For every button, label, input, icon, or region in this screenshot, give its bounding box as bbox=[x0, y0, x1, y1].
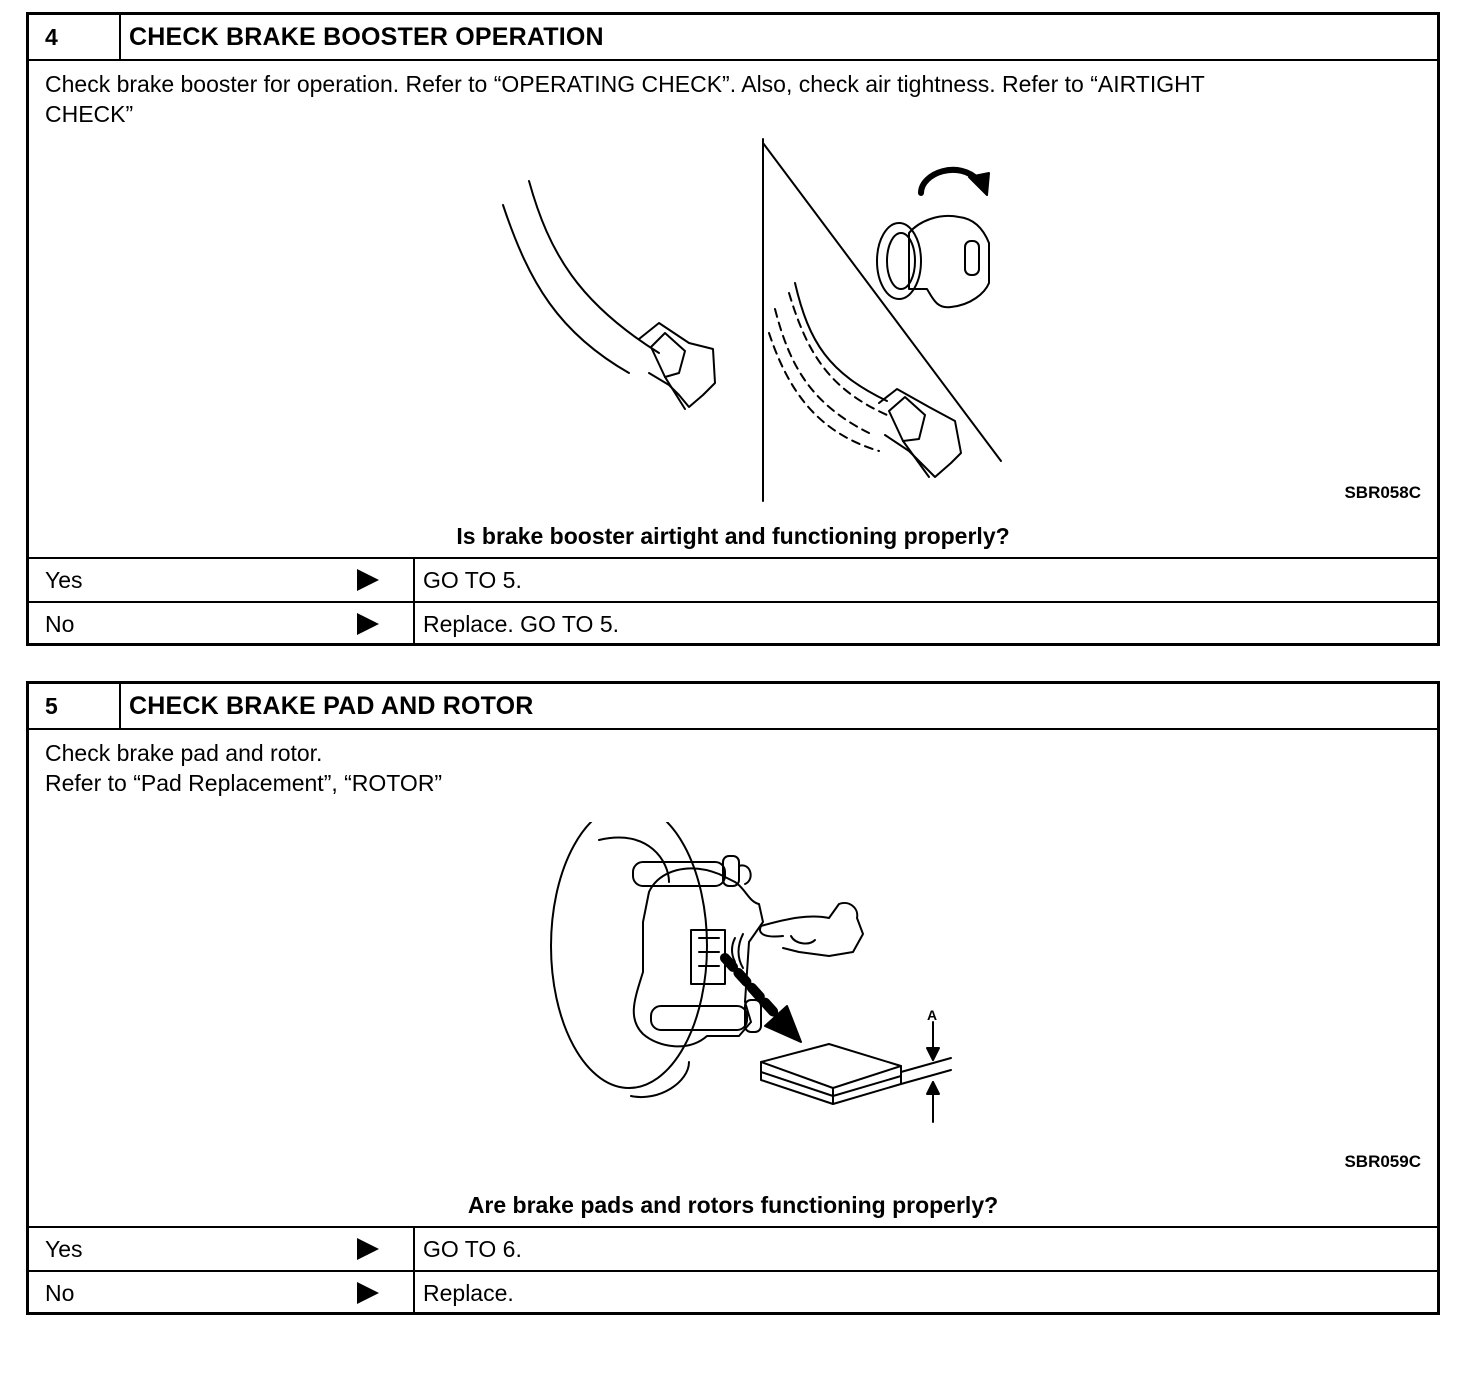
description-line: Check brake booster for operation. Refer… bbox=[45, 71, 1205, 97]
answer-action: GO TO 5. bbox=[423, 566, 522, 593]
step-question: Are brake pads and rotors functioning pr… bbox=[467, 1192, 999, 1218]
answer-text: Yes bbox=[45, 1235, 83, 1262]
answer-label: Yes bbox=[29, 1228, 415, 1270]
answer-row-no: No Replace. bbox=[29, 1270, 1437, 1314]
step-title: CHECK BRAKE PAD AND ROTOR bbox=[129, 691, 534, 720]
step-description: Check brake pad and rotor. Refer to “Pad… bbox=[45, 738, 1365, 798]
dimension-a-label: A bbox=[927, 1007, 937, 1023]
answer-row-yes: Yes GO TO 6. bbox=[29, 1226, 1437, 1270]
answer-text: Yes bbox=[45, 566, 83, 593]
right-triangle-icon bbox=[357, 1282, 379, 1304]
right-triangle-icon bbox=[357, 613, 379, 635]
step-5-panel: 5 CHECK BRAKE PAD AND ROTOR Check brake … bbox=[26, 681, 1440, 1315]
answer-label: No bbox=[29, 1272, 415, 1314]
step-4-panel: 4 CHECK BRAKE BOOSTER OPERATION Check br… bbox=[26, 12, 1440, 646]
description-line: Refer to “Pad Replacement”, “ROTOR” bbox=[45, 770, 443, 796]
answer-action: Replace. bbox=[423, 1279, 514, 1306]
step-header: 5 CHECK BRAKE PAD AND ROTOR bbox=[29, 684, 1437, 730]
description-line: CHECK” bbox=[45, 101, 134, 127]
step-description: Check brake booster for operation. Refer… bbox=[45, 69, 1365, 129]
step-header: 4 CHECK BRAKE BOOSTER OPERATION bbox=[29, 15, 1437, 61]
answer-action: Replace. GO TO 5. bbox=[423, 610, 620, 637]
step-number: 5 bbox=[29, 684, 121, 728]
answer-label: No bbox=[29, 603, 415, 645]
answer-row-no: No Replace. GO TO 5. bbox=[29, 601, 1437, 645]
figure-code: SBR059C bbox=[1344, 1152, 1421, 1171]
step-title: CHECK BRAKE BOOSTER OPERATION bbox=[129, 22, 604, 51]
figure-code: SBR058C bbox=[1344, 483, 1421, 502]
right-triangle-icon bbox=[357, 569, 379, 591]
answer-action: GO TO 6. bbox=[423, 1235, 522, 1262]
right-triangle-icon bbox=[357, 1238, 379, 1260]
answer-row-yes: Yes GO TO 5. bbox=[29, 557, 1437, 601]
step-question: Is brake booster airtight and functionin… bbox=[456, 523, 1010, 549]
step-number: 4 bbox=[29, 15, 121, 59]
brake-booster-illustration bbox=[502, 138, 1002, 502]
description-line: Check brake pad and rotor. bbox=[45, 740, 323, 766]
answer-label: Yes bbox=[29, 559, 415, 601]
answer-text: No bbox=[45, 1279, 75, 1306]
answer-text: No bbox=[45, 610, 75, 637]
brake-pad-rotor-illustration: A bbox=[550, 822, 952, 1123]
